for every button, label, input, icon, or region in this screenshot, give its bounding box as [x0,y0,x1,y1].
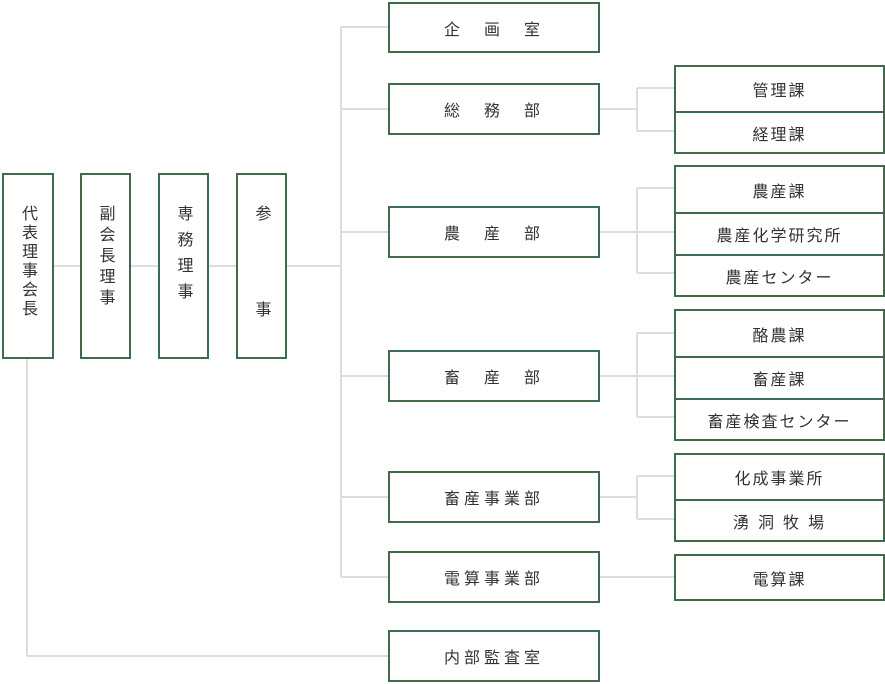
exec-vice-president: 副会長理事 [80,173,131,359]
dept-planning: 企 画 室 [388,2,600,53]
dept-planning-label: 企 画 室 [443,19,544,39]
section-item: 畜産課 [676,356,883,398]
dept-livestock-business-label: 畜産事業部 [443,489,544,508]
exec-president-label: 代表理事会長 [19,205,38,319]
exec-counselor: 参 事 [236,173,287,359]
section-item: 湧 洞 牧 場 [676,499,883,540]
dept-general-affairs-label: 総 務 部 [443,101,544,120]
section-item: 農産化学研究所 [676,212,883,254]
dept-computing-business: 電算事業部 [388,551,600,603]
section-item: 農産センター [676,254,883,295]
section-item: 化成事業所 [734,469,825,488]
sections-general-affairs: 管理課 経理課 [674,65,885,154]
dept-internal-audit: 内部監査室 [388,630,600,682]
dept-internal-audit-label: 内部監査室 [443,648,544,667]
exec-counselor-label: 参 事 [252,205,272,333]
dept-livestock-business: 畜産事業部 [388,471,600,523]
exec-president: 代表理事会長 [2,173,54,359]
exec-vice-president-label: 副会長理事 [96,205,116,310]
section-item: 農産課 [752,181,807,201]
section-item: 畜産検査センター [676,398,883,439]
dept-agriculture-label: 農 産 部 [443,224,544,243]
sections-computing-business: 電算課 [674,554,885,601]
sections-agriculture: 農産課 農産化学研究所 農産センター [674,165,885,297]
section-item: 管理課 [752,81,807,100]
dept-agriculture: 農 産 部 [388,206,600,258]
dept-general-affairs: 総 務 部 [388,83,600,135]
section-item: 経理課 [676,111,883,152]
dept-livestock-label: 畜 産 部 [443,368,544,387]
section-item: 電算課 [752,569,807,589]
exec-managing-director: 専務理事 [158,173,209,359]
exec-managing-director-label: 専務理事 [174,205,194,309]
sections-livestock-business: 化成事業所 湧 洞 牧 場 [674,453,885,542]
sections-livestock: 酪農課 畜産課 畜産検査センター [674,309,885,441]
dept-computing-business-label: 電算事業部 [443,569,544,588]
section-item: 酪農課 [752,325,807,345]
dept-livestock: 畜 産 部 [388,350,600,402]
